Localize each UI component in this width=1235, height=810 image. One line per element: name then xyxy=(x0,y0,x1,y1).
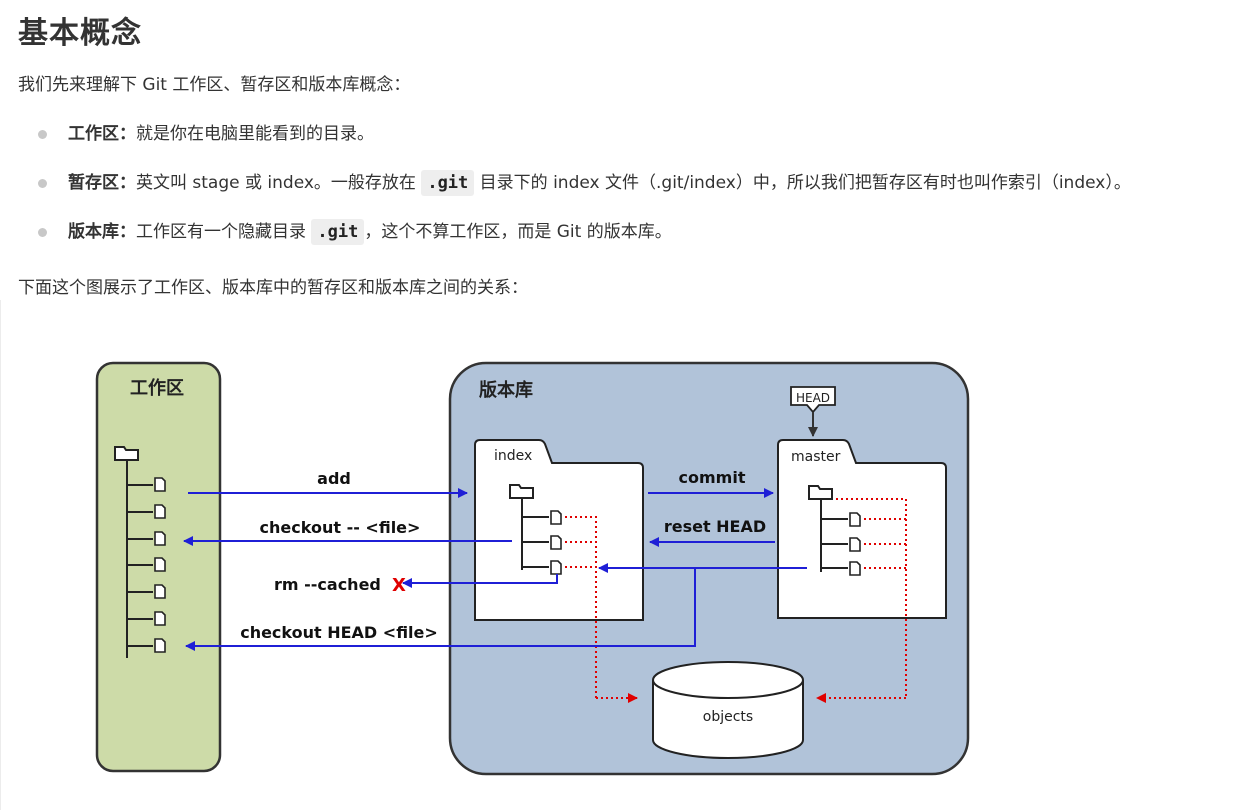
list-item-repository: 版本库：工作区有一个隐藏目录 .git，这个不算工作区，而是 Git 的版本库。 xyxy=(0,215,1131,264)
master-folder: master xyxy=(777,439,947,619)
index-label: index xyxy=(494,448,532,464)
file-icon xyxy=(849,512,861,527)
working-dir-tree xyxy=(114,446,166,658)
checkout-file-label: checkout -- <file> xyxy=(260,518,421,537)
folder-icon xyxy=(509,484,534,499)
objects-database: objects xyxy=(652,661,804,759)
term-working-dir: 工作区： xyxy=(68,124,136,144)
checkout-head-arrow: checkout HEAD <file> xyxy=(185,563,807,651)
objects-label: objects xyxy=(703,709,753,725)
inline-code: .git xyxy=(311,219,365,245)
inline-code: .git xyxy=(421,170,475,196)
desc-text: 工作区有一个隐藏目录 xyxy=(136,222,312,242)
add-label: add xyxy=(317,469,351,488)
repository-label: 版本库 xyxy=(479,379,533,401)
folder-icon xyxy=(808,485,833,500)
list-item-stage: 暂存区：英文叫 stage 或 index。一般存放在 .git 目录下的 in… xyxy=(0,166,1131,215)
folder-icon xyxy=(114,446,139,461)
head-pointer: HEAD xyxy=(790,386,836,437)
git-areas-diagram: 工作区 xyxy=(95,361,970,776)
head-label: HEAD xyxy=(796,391,830,405)
master-to-objects-links xyxy=(816,498,907,703)
file-icon xyxy=(550,560,562,575)
rm-cached-arrow: rm --cached X xyxy=(274,574,558,596)
commit-arrow: commit xyxy=(648,468,774,498)
add-arrow: add xyxy=(188,469,468,498)
desc-text: 英文叫 stage 或 index。一般存放在 xyxy=(136,173,422,193)
file-icon xyxy=(550,535,562,550)
diagram-caption: 下面这个图展示了工作区、版本库中的暂存区和版本库之间的关系： xyxy=(18,278,528,298)
term-repository: 版本库： xyxy=(68,222,136,242)
reset-head-arrow: reset HEAD xyxy=(649,517,775,547)
reset-head-label: reset HEAD xyxy=(664,517,766,536)
rm-cached-label: rm --cached xyxy=(274,575,381,594)
figure-frame: 工作区 xyxy=(0,300,1235,810)
file-icon xyxy=(849,537,861,552)
bullet-icon xyxy=(38,228,47,237)
master-label: master xyxy=(791,449,841,465)
file-icons xyxy=(127,477,166,653)
index-to-objects-links xyxy=(565,516,638,703)
desc-text: 目录下的 index 文件（.git/index）中，所以我们把暂存区有时也叫作… xyxy=(474,173,1131,193)
working-dir-label: 工作区 xyxy=(130,377,184,399)
file-icon xyxy=(849,561,861,576)
delete-x-mark: X xyxy=(392,575,406,596)
intro-text: 我们先来理解下 Git 工作区、暂存区和版本库概念： xyxy=(18,75,411,95)
file-icon xyxy=(550,510,562,525)
commit-label: commit xyxy=(679,468,746,487)
bullet-icon xyxy=(38,130,47,139)
desc-text: ，这个不算工作区，而是 Git 的版本库。 xyxy=(364,222,672,242)
term-stage: 暂存区： xyxy=(68,173,136,193)
index-folder: index xyxy=(474,439,644,621)
bullet-icon xyxy=(38,179,47,188)
desc-text: 就是你在电脑里能看到的目录。 xyxy=(136,124,374,144)
page-title: 基本概念 xyxy=(18,16,142,51)
definition-list: 工作区：就是你在电脑里能看到的目录。 暂存区：英文叫 stage 或 index… xyxy=(0,117,1131,264)
checkout-file-arrow: checkout -- <file> xyxy=(183,518,512,546)
list-item-working-dir: 工作区：就是你在电脑里能看到的目录。 xyxy=(0,117,1131,166)
checkout-head-label: checkout HEAD <file> xyxy=(240,623,438,642)
